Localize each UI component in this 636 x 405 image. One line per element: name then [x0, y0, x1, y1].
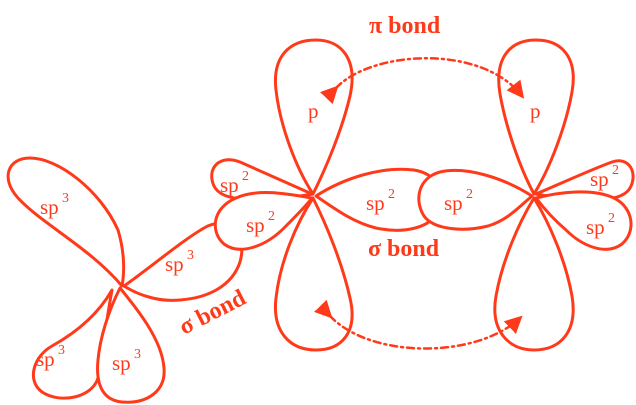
svg-text:2: 2 — [268, 209, 275, 224]
sp3-lobe-bottom — [96, 286, 166, 404]
svg-text:2: 2 — [608, 211, 615, 226]
pi-overlap-bottom-arc — [313, 299, 523, 350]
p-label-right: p — [530, 99, 541, 123]
sp3-label-upper-left: sp 3 — [40, 191, 69, 219]
svg-text:3: 3 — [187, 248, 194, 263]
sp2-lobe-left-lower — [213, 191, 314, 251]
pi-overlap-top-arc — [320, 57, 525, 105]
sp2-lobe-center-right — [417, 168, 534, 231]
svg-text:sp: sp — [165, 252, 184, 276]
sp3-label-bottom: sp 3 — [112, 347, 141, 375]
p-lobe-right-upper — [497, 38, 575, 196]
sigma-bond-label-center: σ bond — [368, 236, 440, 262]
svg-text:sp: sp — [246, 213, 265, 237]
sp3-label-bonding: sp 3 — [165, 248, 194, 276]
sp3-label-lower-left: sp 3 — [36, 343, 65, 371]
sp3-lobe-left-upper — [6, 156, 126, 288]
svg-text:sp: sp — [590, 167, 609, 191]
svg-text:2: 2 — [466, 187, 473, 202]
sp2-label-right-upper: sp 2 — [590, 163, 619, 191]
svg-text:2: 2 — [612, 163, 619, 178]
p-label-left: p — [308, 99, 319, 123]
svg-text:sp: sp — [444, 191, 463, 215]
sp2-label-center-left: sp 2 — [366, 187, 395, 215]
svg-text:2: 2 — [242, 169, 249, 184]
svg-text:2: 2 — [388, 187, 395, 202]
sp2-label-center-right: sp 2 — [444, 187, 473, 215]
svg-text:sp: sp — [366, 191, 385, 215]
sp2-label-left-upper: sp 2 — [220, 169, 249, 197]
svg-text:3: 3 — [58, 343, 65, 358]
pi-bond-label: π bond — [369, 13, 441, 39]
sp2-lobe-right-lower — [534, 190, 633, 251]
svg-text:3: 3 — [134, 347, 141, 362]
svg-text:sp: sp — [40, 195, 59, 219]
svg-text:sp: sp — [220, 173, 239, 197]
svg-text:sp: sp — [36, 347, 55, 371]
svg-text:sp: sp — [112, 351, 131, 375]
sp3-lobe-bonding — [122, 221, 244, 302]
svg-text:3: 3 — [62, 191, 69, 206]
svg-text:sp: sp — [586, 215, 605, 239]
p-lobe-left-upper — [273, 38, 354, 196]
sp2-label-left-lower: sp 2 — [246, 209, 275, 237]
sp2-label-right-lower: sp 2 — [586, 211, 615, 239]
